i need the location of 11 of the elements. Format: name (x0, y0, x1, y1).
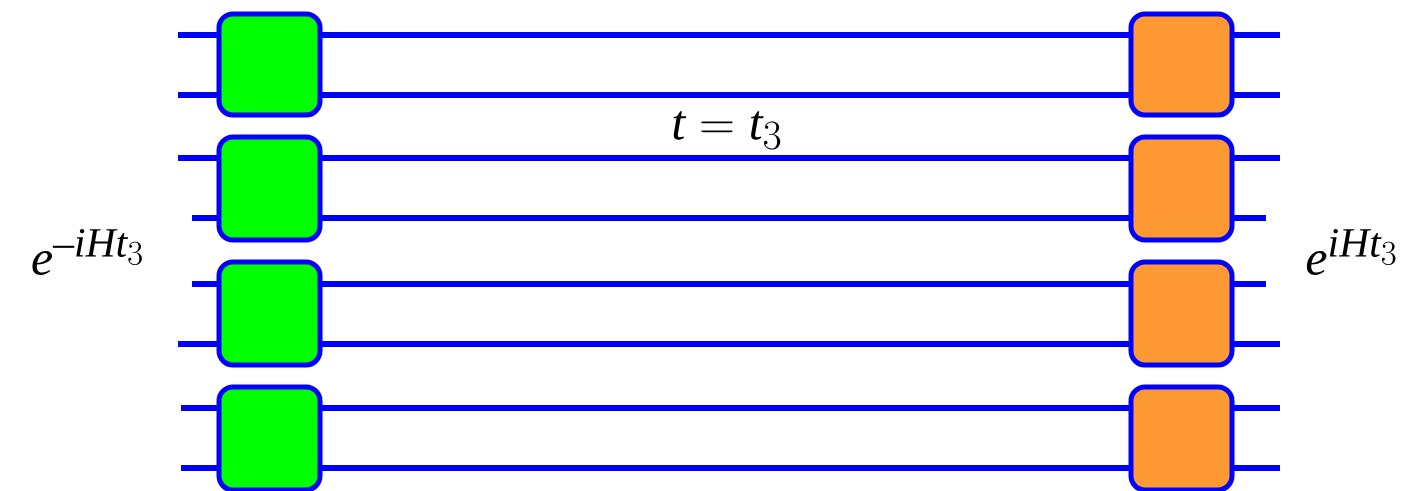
gate-box (1128, 384, 1235, 491)
gate-box (1128, 11, 1235, 118)
gate-box (216, 384, 323, 491)
gate-box (216, 259, 323, 368)
formula-label: $e^{iHt_3}$ (1306, 228, 1396, 276)
formula-label: $t = t_3$ (673, 111, 781, 150)
formula-label: $e^{-iHt_3}$ (32, 228, 142, 276)
gate-box (216, 11, 323, 118)
gate-box (1128, 134, 1235, 243)
gate-box (216, 134, 323, 243)
gate-box (1128, 259, 1235, 368)
